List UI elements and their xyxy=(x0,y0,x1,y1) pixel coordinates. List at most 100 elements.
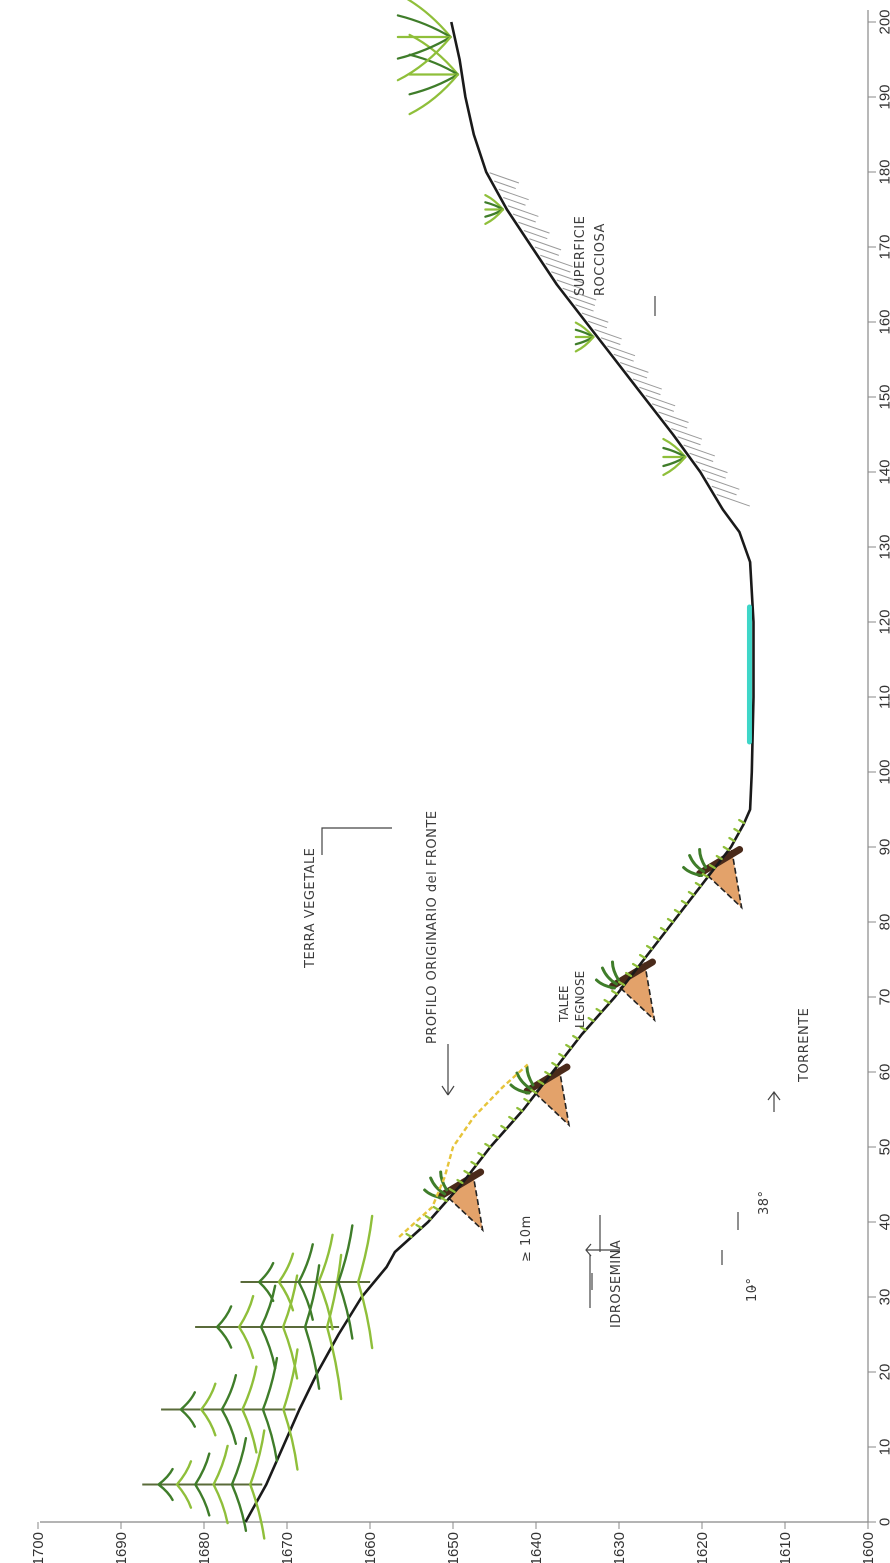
original-profile-line xyxy=(398,1063,529,1238)
distance-tick-label: 30 xyxy=(876,1289,890,1306)
elevation-tick-label: 1680 xyxy=(196,1532,213,1563)
shrub-branch xyxy=(662,455,687,477)
shrub-branch xyxy=(408,73,460,116)
rock-hatch-line xyxy=(626,370,648,379)
distance-tick-label: 80 xyxy=(876,914,890,931)
hydroseeding-mark xyxy=(523,1097,531,1104)
cutting-shoots xyxy=(682,848,708,877)
terrace-soil-wedge xyxy=(533,1065,571,1128)
tree-branch xyxy=(200,1382,217,1437)
torrente-label: TORRENTE xyxy=(797,1008,812,1083)
hydroseeding-mark xyxy=(544,1070,552,1077)
shrub-branch xyxy=(406,0,452,39)
terrace-soil-wedge xyxy=(619,960,656,1023)
tree-branch xyxy=(257,1261,275,1303)
hydroseeding-mark xyxy=(659,926,668,933)
conifer-tree xyxy=(161,1348,299,1471)
tree-branch xyxy=(157,1467,174,1502)
hydroseeding-mark xyxy=(448,1187,456,1194)
tree-branch xyxy=(282,1348,299,1471)
hydroseeding-mark xyxy=(463,1169,471,1176)
hydroseeding-mark xyxy=(701,872,709,879)
spacing-label: ≥ 10m xyxy=(519,1215,534,1262)
tree-branch xyxy=(297,1243,314,1321)
tree-branch xyxy=(215,1305,233,1349)
hydroseeding-mark xyxy=(618,980,626,987)
rock-hatch-line xyxy=(664,419,688,429)
hydroseeding-mark xyxy=(733,827,741,834)
hydroseeding-mark xyxy=(687,890,695,897)
hydroseeding-mark xyxy=(484,1142,492,1149)
tree-branch xyxy=(337,1224,354,1340)
distance-tick-label: 20 xyxy=(876,1364,890,1381)
elevation-tick-label: 1620 xyxy=(694,1532,711,1563)
conifer-tree xyxy=(195,1253,343,1401)
profilo-originario-label: PROFILO ORIGINARIO del FRONTE xyxy=(425,810,440,1044)
rock-hatch-line xyxy=(594,329,622,340)
conifer-tree xyxy=(240,1214,374,1350)
tree-branch xyxy=(220,1374,238,1445)
shrub xyxy=(484,194,505,225)
rock-hatch-line xyxy=(494,180,516,190)
elevation-tick-label: 1640 xyxy=(528,1532,545,1563)
tree-branch xyxy=(356,1214,374,1350)
shrub-branch xyxy=(396,35,452,60)
tree-branch xyxy=(249,1429,266,1540)
annotation-leaders xyxy=(321,296,781,1308)
axis-ticks: 0102030405060708090100110120130140150160… xyxy=(30,9,890,1563)
rock-hatch-line xyxy=(540,254,573,268)
elevation-tick-label: 1690 xyxy=(113,1532,130,1563)
hydroseeding-mark xyxy=(722,845,730,852)
rock-hatch-line xyxy=(568,296,596,307)
distance-tick-label: 200 xyxy=(876,9,890,34)
hydroseeding-mark xyxy=(530,1088,538,1095)
hydroseeding-mark xyxy=(405,1232,413,1239)
distance-tick-label: 40 xyxy=(876,1214,890,1231)
hydroseeding-mark xyxy=(595,1007,603,1014)
hydroseeding-mark xyxy=(565,1043,573,1050)
hydroseeding-mark xyxy=(492,1133,500,1140)
rock-hatch-line xyxy=(529,238,562,251)
tree-branch xyxy=(230,1437,248,1532)
rock-hatch-line xyxy=(620,362,649,373)
conifer-tree xyxy=(142,1429,266,1540)
hydroseeding-mark xyxy=(440,1196,448,1203)
rock-surface-hatching xyxy=(489,172,750,507)
shrub-branch xyxy=(396,35,452,82)
distance-tick-label: 120 xyxy=(876,609,890,634)
distance-tick-label: 140 xyxy=(876,459,890,484)
rock-hatch-line xyxy=(581,312,609,323)
tree-branch xyxy=(179,1391,196,1428)
idrosemina-label: IDROSEMINA xyxy=(609,1240,624,1328)
hydroseeding-mark xyxy=(551,1061,559,1068)
rock-hatch-line xyxy=(512,213,536,223)
superficie-label-line2: ROCCIOSA xyxy=(593,223,608,296)
tree-branch xyxy=(261,1356,279,1463)
tree-branch xyxy=(212,1444,229,1525)
shrub xyxy=(662,437,687,477)
hydroseeding-mark xyxy=(415,1223,423,1230)
cutting-shoots xyxy=(509,1065,535,1095)
shrub-branch xyxy=(396,14,452,39)
hydroseeding-mark xyxy=(625,971,633,978)
hydroseeding-mark xyxy=(456,1178,464,1185)
distance-tick-label: 160 xyxy=(876,309,890,334)
rock-hatch-line xyxy=(677,436,701,446)
shrub-branch xyxy=(408,73,460,96)
hydroseeding-mark xyxy=(652,935,661,942)
hydroseeding-mark xyxy=(537,1079,545,1086)
distance-tick-label: 190 xyxy=(876,84,890,109)
cutting-shoots xyxy=(594,960,620,990)
rock-hatch-line xyxy=(575,304,594,312)
rock-hatch-line xyxy=(534,246,560,256)
hydroseeding-mark xyxy=(666,917,675,924)
talee-label-line1: TALEE xyxy=(557,986,571,1023)
distance-tick-label: 100 xyxy=(876,759,890,784)
shrub xyxy=(396,0,452,82)
hydroseeding-mark xyxy=(587,1016,595,1023)
rock-hatch-line xyxy=(658,411,689,423)
tree-branch xyxy=(237,1294,255,1360)
rock-hatch-line xyxy=(671,428,703,440)
rock-hatch-line xyxy=(645,395,676,407)
terrace xyxy=(423,1168,485,1233)
